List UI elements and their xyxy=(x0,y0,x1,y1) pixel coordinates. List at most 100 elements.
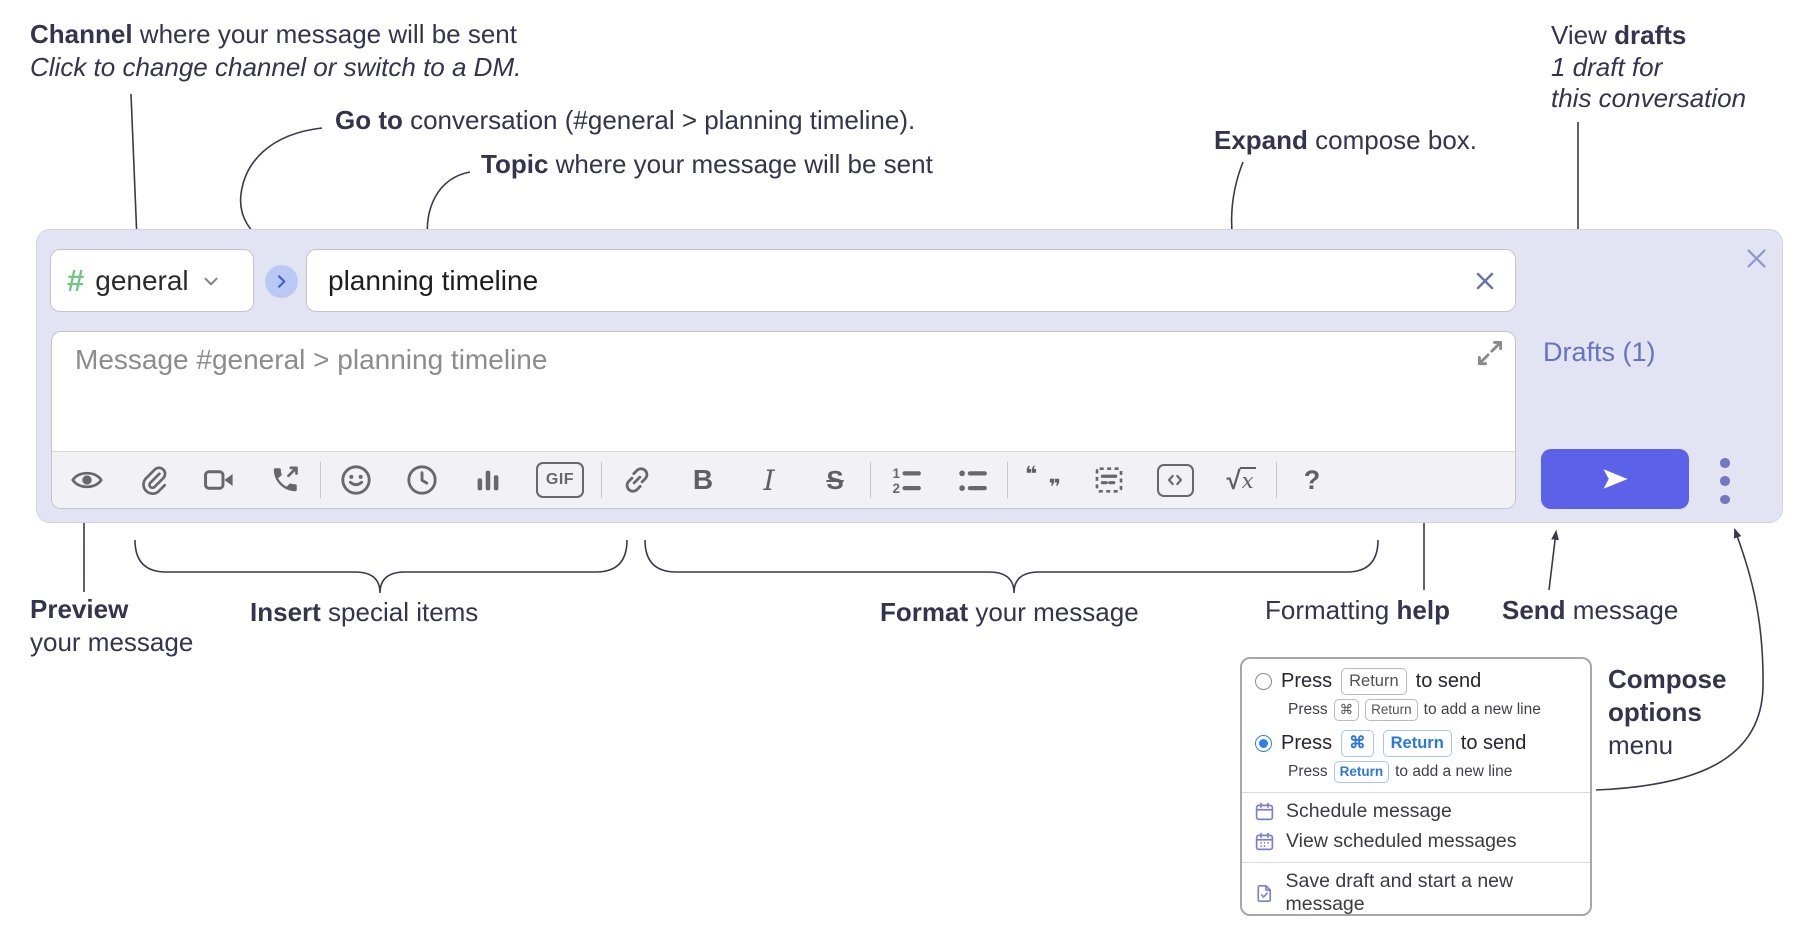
option-cmd-enter-to-send[interactable]: Press ⌘ Return to send xyxy=(1242,721,1590,757)
eye-icon xyxy=(71,471,103,489)
svg-text:1: 1 xyxy=(893,466,901,481)
annotation-topic: Topic where your message will be sent xyxy=(481,149,933,179)
formatting-help-button[interactable]: ? xyxy=(1303,464,1321,495)
bulleted-list-button[interactable] xyxy=(953,460,991,500)
spoiler-icon xyxy=(1095,467,1123,493)
numbered-list-button[interactable]: 1 2 xyxy=(887,460,925,500)
drafts-link[interactable]: Drafts (1) xyxy=(1543,337,1656,367)
compose-options-menu-button[interactable] xyxy=(1713,458,1737,504)
document-check-icon xyxy=(1257,884,1272,902)
menu-item-schedule-message[interactable]: Schedule message xyxy=(1242,793,1590,823)
key-return: Return xyxy=(1365,699,1418,721)
menu-item-view-scheduled[interactable]: View scheduled messages xyxy=(1242,823,1590,853)
preview-button[interactable] xyxy=(68,460,106,500)
go-to-conversation-button[interactable] xyxy=(265,265,298,298)
code-button[interactable] xyxy=(1156,460,1194,500)
brace-format xyxy=(644,539,1379,594)
strikethrough-button[interactable]: S xyxy=(826,464,844,495)
quote-icon: ❝ xyxy=(1025,462,1038,486)
link-icon xyxy=(625,467,649,493)
arrow-goto xyxy=(239,127,323,244)
send-button[interactable] xyxy=(1541,449,1689,509)
key-return: Return xyxy=(1382,730,1452,757)
bold-button[interactable]: B xyxy=(692,464,714,495)
bar-chart-icon xyxy=(477,470,499,491)
compose-box: # general planning timeline xyxy=(36,229,1783,523)
math-button[interactable]: √x xyxy=(1226,464,1256,495)
annotation-format: Format your message xyxy=(880,597,1139,627)
gif-icon: GIF xyxy=(536,462,584,498)
toolbar-divider xyxy=(1276,462,1277,498)
close-icon xyxy=(1476,272,1494,289)
calendar-grid-icon xyxy=(1255,832,1274,851)
radio-unselected-icon[interactable] xyxy=(1255,673,1272,690)
chevron-down-icon xyxy=(204,277,218,285)
annotation-formatting-help: Formatting help xyxy=(1265,595,1450,625)
close-compose-button[interactable] xyxy=(1742,244,1770,272)
toolbar-divider xyxy=(870,462,871,498)
code-icon xyxy=(1156,463,1194,497)
spoiler-button[interactable] xyxy=(1090,460,1128,500)
annotation-goto: Go to conversation (#general > planning … xyxy=(335,105,916,135)
chevron-right-icon xyxy=(278,275,286,288)
annotation-channel: Channel where your message will be sent … xyxy=(30,19,522,82)
bulleted-list-icon xyxy=(959,470,987,491)
svg-text:2: 2 xyxy=(893,481,900,496)
add-global-time-button[interactable] xyxy=(403,460,441,500)
key-return: Return xyxy=(1333,761,1390,783)
smiley-icon xyxy=(341,465,371,495)
brace-insert xyxy=(134,539,628,594)
annotation-insert: Insert special items xyxy=(250,597,479,627)
math-icon: √ xyxy=(1226,464,1241,495)
add-poll-button[interactable] xyxy=(469,460,507,500)
link-button[interactable] xyxy=(618,460,656,500)
popup-divider xyxy=(1242,792,1590,793)
numbered-list-icon: 1 2 xyxy=(893,466,921,496)
key-return: Return xyxy=(1341,668,1407,695)
option-enter-to-send[interactable]: Press Return to send xyxy=(1242,659,1590,695)
toolbar-divider xyxy=(320,462,321,498)
channel-name: general xyxy=(95,264,189,296)
annotation-preview: Preview your message xyxy=(30,594,194,657)
annotation-compose-options: Compose options menu xyxy=(1608,664,1727,760)
menu-item-save-draft[interactable]: Save draft and start a new message xyxy=(1242,863,1590,916)
ellipsis-icon xyxy=(1720,458,1730,468)
compose-options-popup: Press Return to send Press ⌘ Return to a… xyxy=(1240,657,1592,916)
annotation-view-drafts: View drafts 1 draft for this conversatio… xyxy=(1551,20,1747,113)
expand-icon xyxy=(1477,340,1503,366)
arrow-channel xyxy=(130,93,141,243)
calendar-icon xyxy=(1255,802,1274,821)
phone-call-icon xyxy=(273,466,298,492)
clock-icon xyxy=(407,465,437,495)
topic-value: planning timeline xyxy=(328,264,539,296)
quote-button[interactable]: ❝ ❞ xyxy=(1025,462,1061,499)
annotation-send-message: Send message xyxy=(1502,595,1679,625)
message-compose-area: Message #general > planning timeline xyxy=(51,331,1516,509)
add-emoji-button[interactable] xyxy=(337,460,375,500)
toolbar-divider xyxy=(1007,462,1008,498)
channel-hash-icon: # xyxy=(67,263,85,298)
topic-input[interactable]: planning timeline xyxy=(306,249,1516,312)
voice-call-button[interactable] xyxy=(266,460,304,500)
message-input[interactable]: Message #general > planning timeline xyxy=(75,344,548,375)
arrow-send xyxy=(1548,529,1559,591)
expand-compose-button[interactable] xyxy=(1475,338,1505,373)
key-cmd: ⌘ xyxy=(1341,730,1374,757)
radio-selected-icon[interactable] xyxy=(1255,735,1272,752)
clear-topic-button[interactable] xyxy=(1473,269,1497,293)
popup-divider xyxy=(1242,862,1590,863)
italic-button[interactable]: I xyxy=(763,463,775,497)
option-cmd-enter-to-send-subtext: Press Return to add a new line xyxy=(1242,757,1590,783)
paper-plane-icon xyxy=(1603,469,1628,489)
toolbar-divider xyxy=(601,462,602,498)
paperclip-icon xyxy=(142,466,167,495)
compose-toolbar: GIF B I S xyxy=(52,451,1515,508)
video-call-button[interactable] xyxy=(200,460,238,500)
video-camera-icon xyxy=(204,470,233,490)
channel-selector[interactable]: # general xyxy=(50,249,254,312)
add-gif-button[interactable]: GIF xyxy=(535,460,585,500)
close-icon xyxy=(1747,249,1765,267)
attach-file-button[interactable] xyxy=(134,460,172,500)
annotation-expand: Expand compose box. xyxy=(1214,125,1478,155)
